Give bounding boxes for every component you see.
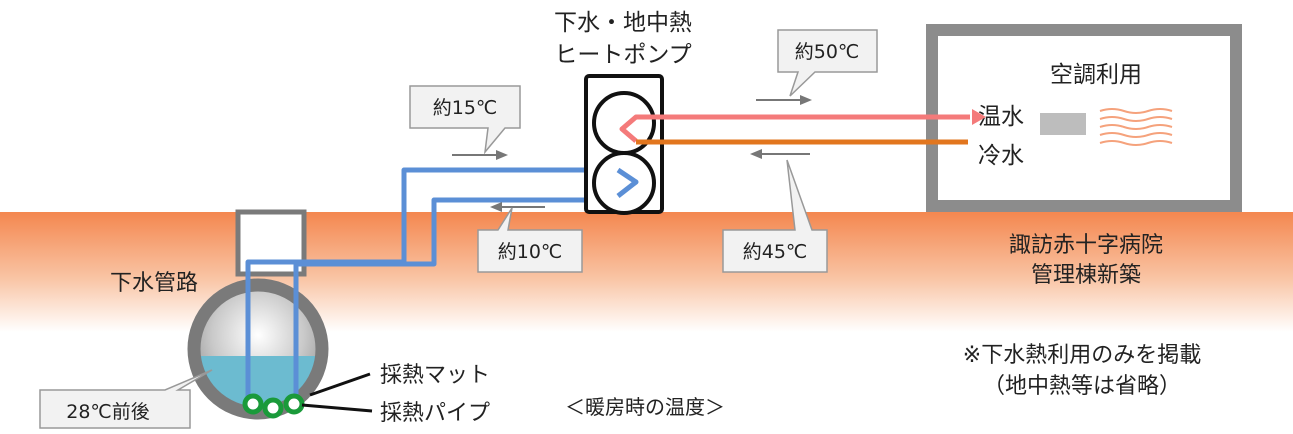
hot-supply-pipe	[619, 114, 970, 143]
building-name-line2: 管理棟新築	[1031, 263, 1141, 288]
flow-arrow-left-lower	[750, 149, 810, 159]
sewer-pipe-label: 下水管路	[110, 271, 198, 296]
flow-arrow-right-cold	[452, 150, 508, 160]
callout-to-pump: 約15℃	[409, 85, 521, 155]
heat-mat-label: 採熱マット	[380, 363, 490, 388]
warm-air-wave-icon	[1099, 108, 1173, 146]
hot-supply-arrowhead	[972, 109, 986, 125]
heat-pipe-label: 採熱パイプ	[380, 401, 490, 426]
callout-sewage-temp: 28℃前後	[39, 369, 213, 429]
flow-arrow-left-cold	[490, 202, 545, 212]
callout-supply-hot: 約50℃	[777, 29, 878, 97]
heat-collection-pipes	[242, 393, 305, 419]
svg-text:約15℃: 約15℃	[433, 97, 498, 119]
mat-leader	[309, 372, 371, 397]
svg-text:約10℃: 約10℃	[498, 241, 563, 263]
svg-text:約50℃: 約50℃	[795, 41, 860, 63]
building-usage-label: 空調利用	[1050, 62, 1142, 88]
callout-return-hot: 約45℃	[722, 159, 828, 273]
note-line2: （地中熱等は省略）	[983, 374, 1181, 399]
svg-text:28℃前後: 28℃前後	[66, 401, 150, 423]
building-name-line1: 諏訪赤十字病院	[1009, 233, 1163, 258]
callout-from-pump: 約10℃	[477, 207, 583, 273]
pipe-leader	[301, 403, 373, 413]
heating-temp-caption: ＜暖房時の温度＞	[565, 395, 725, 419]
heat-pump-label-line2: ヒートポンプ	[554, 42, 691, 68]
svg-text:約45℃: 約45℃	[743, 241, 808, 263]
cold-loop-turn	[616, 167, 639, 198]
note-line1: ※下水熱利用のみを掲載	[963, 343, 1201, 368]
air-conditioner-unit	[1040, 113, 1086, 135]
flow-arrow-right-upper	[756, 95, 812, 105]
heat-pump-label-line1: 下水・地中熱	[554, 10, 692, 36]
cold-water-label: 冷水	[978, 143, 1024, 169]
